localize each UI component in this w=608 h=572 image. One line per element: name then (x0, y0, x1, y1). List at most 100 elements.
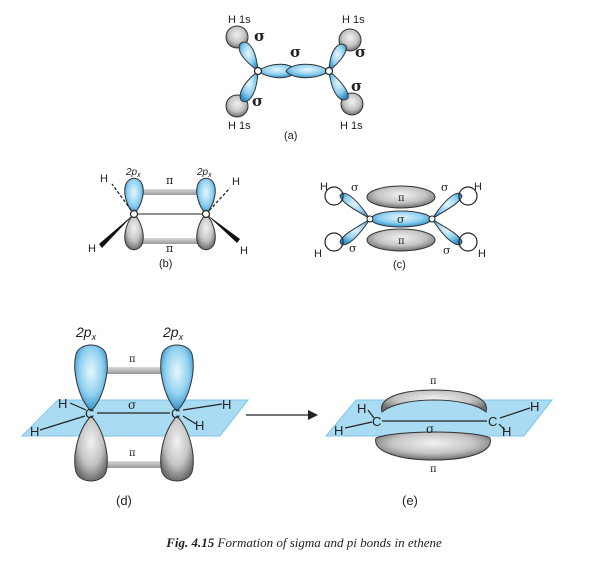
sigma-label-bottom-right: σ (443, 244, 451, 257)
sp2-lobe-right-down (328, 69, 349, 101)
h-label-top-right: H 1s (342, 14, 365, 26)
h1s-loop-top-right (458, 186, 478, 206)
pi-electron-cloud-lower (366, 228, 436, 252)
h-label-top-left: H (100, 173, 108, 185)
h-label-bottom-left: H (314, 248, 322, 260)
pi-label-bottom: π (430, 464, 437, 475)
p-orbital-right-lower-lobe (160, 415, 194, 482)
p-orbital-left-upper-lobe (74, 344, 108, 412)
carbon-nucleus-right (428, 215, 436, 223)
h-label-top-left: H 1s (228, 14, 251, 26)
sigma-label: σ (426, 422, 434, 436)
panel-c-tag: (c) (393, 259, 406, 271)
transition-arrow (246, 410, 318, 420)
p-orbital-label-left: 2px (75, 324, 97, 342)
h-label-lower-right: H (195, 418, 204, 433)
pi-label-top: π (430, 376, 437, 387)
c-h-bond-upper-left (367, 409, 375, 419)
carbon-label-left: C (85, 406, 94, 421)
p-orbital-label-left: 2px (125, 167, 141, 179)
h-label-lower-left: H (30, 424, 39, 439)
sp2-lobe-left-down (339, 218, 371, 246)
carbon-nucleus-left (253, 66, 263, 76)
sigma-label-center: σ (397, 213, 405, 226)
p-orbital-label-right: 2px (196, 167, 212, 179)
panel-d-tag: (d) (116, 493, 132, 508)
p-orbital-left-upper-lobe (124, 177, 144, 215)
h-label-top-left: H (320, 181, 328, 193)
h-label-upper-right: H (530, 399, 539, 414)
carbon-nucleus-left (366, 215, 374, 223)
sp2-lobe-right-up (328, 43, 347, 73)
h-label-top-right: H (474, 181, 482, 193)
h-label-bottom-left: H (88, 243, 96, 255)
wedge-bond-left (99, 214, 134, 248)
h-label-top-right: H (232, 176, 240, 188)
pi-label-bottom: π (129, 448, 136, 459)
sp2-lobe-right-left (285, 63, 330, 79)
pi-label-top: π (129, 354, 136, 365)
pi-label-top: π (166, 174, 173, 187)
sigma-label: σ (128, 398, 136, 412)
panel-a-tag: (a) (284, 130, 297, 142)
c-h-bond-upper-right (182, 403, 223, 411)
pi-label-bottom: π (166, 242, 173, 255)
carbon-label-right: C (171, 406, 180, 421)
c-h-bond-upper-left (69, 402, 87, 411)
sigma-label-top-right: σ (355, 43, 366, 61)
sigma-label-bottom-left: σ (252, 92, 263, 110)
sigma-label-center: σ (290, 43, 301, 61)
pi-overlap-bar-top (104, 367, 162, 374)
c-h-bond-upper-right (499, 407, 531, 419)
h-label-bottom-right: H (478, 248, 486, 260)
figure-caption: Fig. 4.15 Formation of sigma and pi bond… (0, 535, 608, 551)
p-orbital-left-lower-lobe (74, 415, 108, 482)
h-label-lower-right: H (502, 424, 511, 439)
panel-e: C C H H H H σ π π (e) (324, 376, 554, 508)
pi-overlap-bar-top (141, 189, 201, 195)
pi-electron-cloud-lower (375, 431, 491, 461)
dashed-bond-right (205, 187, 231, 215)
carbon-label-left: C (372, 414, 381, 429)
figure-number: Fig. 4.15 (166, 535, 215, 550)
figure-caption-text: Formation of sigma and pi bonds in ethen… (217, 535, 442, 550)
c-h-bond-lower-left (344, 421, 373, 429)
carbon-nucleus-right (324, 66, 334, 76)
h1s-loop-bottom-right (458, 232, 478, 252)
c-h-bond-lower-right (182, 415, 197, 425)
p-orbital-label-right: 2px (162, 324, 184, 342)
p-orbital-left-lower-lobe (124, 213, 144, 251)
sigma-label-top-right: σ (441, 181, 449, 194)
h-label-upper-right: H (222, 397, 231, 412)
dashed-bond-left (111, 183, 135, 215)
sp2-lobe-right-up (431, 192, 463, 220)
pi-electron-cloud-upper (381, 389, 487, 413)
c-h-bond-lower-left (39, 415, 86, 431)
sigma-label-bottom-left: σ (349, 242, 357, 255)
carbon-nucleus-left (129, 209, 139, 219)
pi-electron-cloud-upper (366, 185, 436, 209)
pi-overlap-bar-bottom (104, 461, 162, 468)
sp2-lobe-left-down (239, 69, 259, 103)
c-h-bond-lower-right (498, 423, 506, 431)
sigma-label-top-left: σ (351, 181, 359, 194)
h-label-bottom-right: H 1s (340, 120, 363, 132)
h-label-upper-left: H (357, 401, 366, 416)
wedge-bond-right (206, 214, 240, 243)
panel-e-tag: (e) (402, 493, 418, 508)
h-label-upper-left: H (58, 396, 67, 411)
pi-label-lower: π (398, 236, 405, 247)
p-orbital-right-upper-lobe (160, 344, 194, 412)
h1s-loop-top-left (324, 186, 344, 206)
sp2-lobe-left-up (238, 41, 259, 73)
panel-a: H 1s H 1s H 1s H 1s σ σ σ σ σ (a) (225, 14, 366, 142)
panel-b: H H H H 2px 2px π π (b) (88, 167, 248, 270)
h1s-loop-bottom-left (324, 232, 344, 252)
pi-label-upper: π (398, 193, 405, 204)
carbon-nucleus-right (201, 209, 211, 219)
h-label-lower-left: H (334, 423, 343, 438)
panel-b-tag: (b) (159, 258, 172, 270)
p-orbital-right-upper-lobe (196, 177, 216, 215)
pi-overlap-bar-bottom (141, 238, 201, 244)
